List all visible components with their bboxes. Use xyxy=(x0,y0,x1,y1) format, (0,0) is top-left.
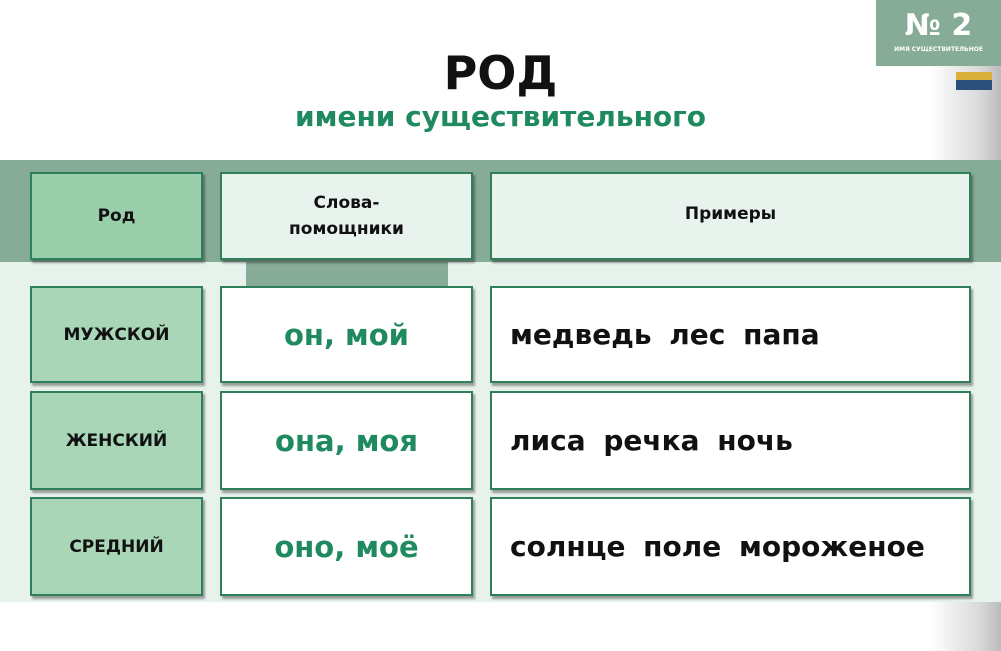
gender-feminine: ЖЕНСКИЙ xyxy=(30,391,203,490)
header-gender: Род xyxy=(30,172,203,260)
examples-feminine: лиса речка ночь xyxy=(490,391,971,490)
examples-neuter: солнце поле мороженое xyxy=(490,497,971,596)
page-subtitle: имени существительного xyxy=(294,100,707,133)
poster-topic: ИМЯ СУЩЕСТВИТЕЛЬНОЕ xyxy=(894,46,983,53)
header-helpers-label: Слова-помощники xyxy=(289,193,404,239)
gender-neuter: СРЕДНИЙ xyxy=(30,497,203,596)
publisher-logo xyxy=(956,72,992,90)
poster-number-badge: № 2 ИМЯ СУЩЕСТВИТЕЛЬНОЕ xyxy=(876,0,1001,66)
poster-number: № 2 xyxy=(904,8,973,43)
helpers-feminine: она, моя xyxy=(220,391,473,490)
header-examples: Примеры xyxy=(490,172,971,260)
connector-band xyxy=(246,262,448,286)
page-title: РОД xyxy=(443,46,558,100)
helpers-neuter: оно, моё xyxy=(220,497,473,596)
helpers-masculine: он, мой xyxy=(220,286,473,383)
gender-masculine: МУЖСКОЙ xyxy=(30,286,203,383)
header-helpers: Слова-помощники xyxy=(220,172,473,260)
examples-masculine: медведь лес папа xyxy=(490,286,971,383)
